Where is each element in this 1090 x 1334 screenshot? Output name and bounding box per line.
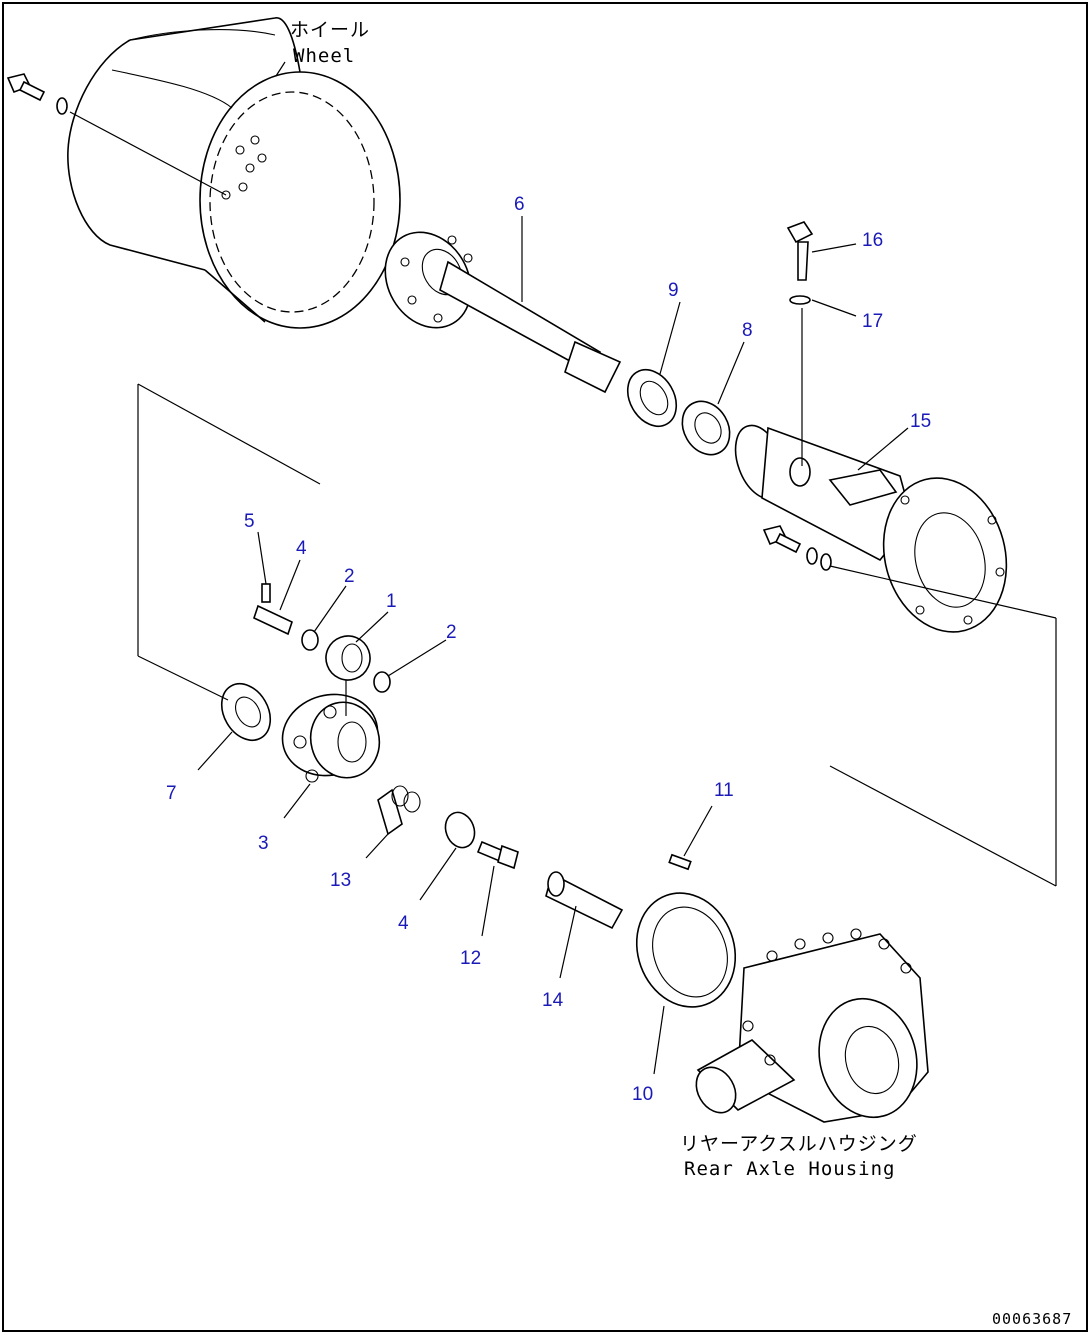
callout-13: 12 (460, 948, 481, 969)
wheel-label-en: Wheel (293, 45, 355, 67)
callout-8: 7 (166, 783, 177, 804)
wheel-label-jp: ホイール (290, 19, 370, 41)
housing-label-jp: リヤーアクスルハウジング (680, 1133, 918, 1155)
drawing-number: 00063687 (992, 1310, 1072, 1328)
callout-11: 10 (632, 1084, 653, 1105)
callout-2a: 2 (344, 566, 355, 587)
callout-2b: 2 (446, 622, 457, 643)
housing-label-en: Rear Axle Housing (684, 1158, 895, 1180)
callout-15: 14 (542, 990, 564, 1011)
callout-3: 3 (258, 833, 269, 854)
rear-axle-housing-drawing (695, 928, 929, 1123)
callout-14: 13 (330, 870, 351, 891)
callout-5: 4 (296, 538, 307, 559)
axle-shaft-drawing (384, 231, 622, 394)
bolt-washer-drawing (786, 221, 814, 466)
callout-18: 17 (862, 311, 883, 332)
planetary-drawing (137, 383, 1057, 1008)
callout-9: 8 (742, 320, 753, 341)
wheel-drawing (6, 17, 401, 329)
callout-group: 6 9 8 16 17 15 5 4 2 1 2 7 3 13 4 12 14 (166, 194, 931, 1105)
callout-17: 16 (862, 230, 883, 251)
callout-12: 11 (714, 780, 734, 801)
callout-6: 5 (244, 511, 255, 532)
callout-1: 1 (386, 591, 397, 612)
callout-10: 9 (668, 280, 679, 301)
seal-bearing-drawing (626, 368, 731, 456)
callout-7: 6 (514, 194, 525, 215)
axle-housing-drawing (734, 424, 1008, 633)
callout-4: 4 (398, 913, 409, 934)
callout-16: 15 (910, 411, 931, 432)
